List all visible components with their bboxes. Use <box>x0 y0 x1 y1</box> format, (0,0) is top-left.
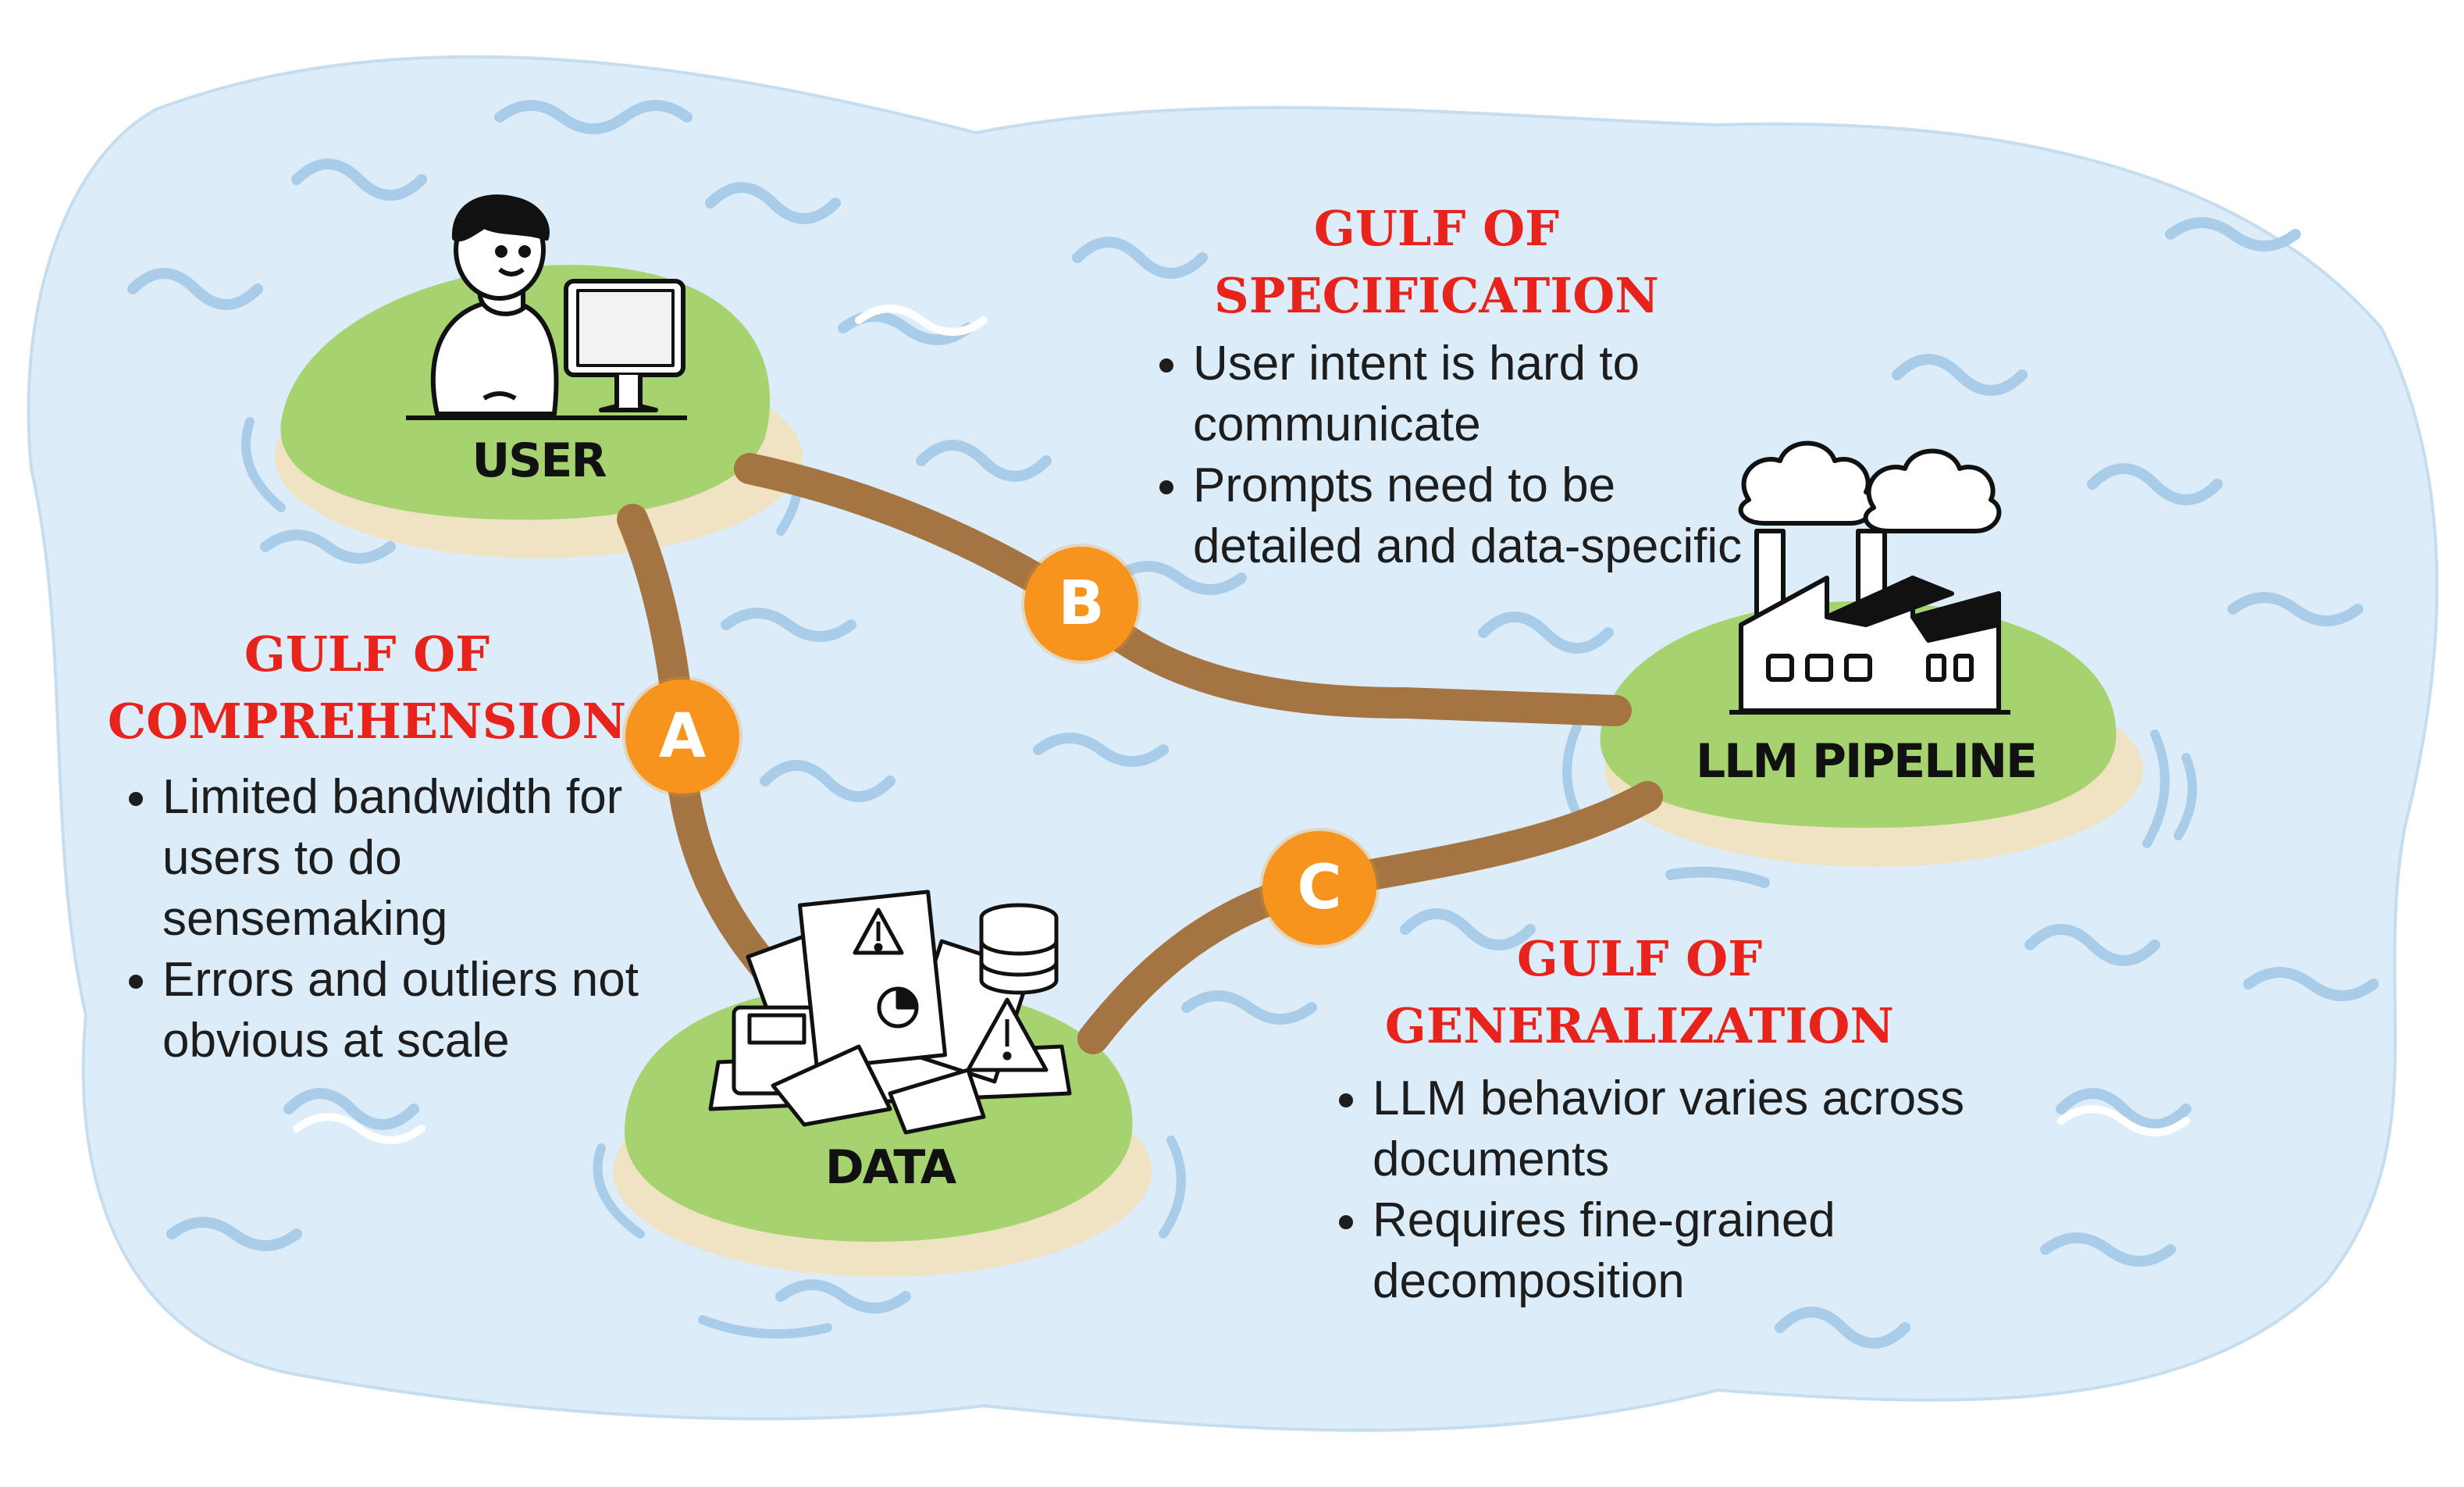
user-label: USER <box>472 433 607 488</box>
gulf-specification-bullet: User intent is hard to communicate <box>1193 333 1755 455</box>
gulf-comprehension-title: GULF OF COMPREHENSION <box>101 621 632 755</box>
gulf-comprehension-title-line1: GULF OF <box>244 626 490 683</box>
gulf-generalization-title-line1: GULF OF <box>1516 930 1763 987</box>
white-wave-group <box>293 305 2190 1144</box>
badge-c: C <box>1262 831 1376 945</box>
gulf-generalization-title: GULF OF GENERALIZATION <box>1327 925 1952 1060</box>
gulf-generalization-bullets: LLM behavior varies across documents Req… <box>1327 1068 1966 1312</box>
gulf-comprehension-bullet: Limited bandwidth for users to do sensem… <box>162 767 693 950</box>
gulf-generalization-title-line2: GENERALIZATION <box>1384 997 1895 1054</box>
data-label: DATA <box>824 1140 956 1195</box>
badge-b: B <box>1024 547 1138 661</box>
gulf-specification-title-line2: SPECIFICATION <box>1214 267 1659 324</box>
pipeline-label: LLM PIPELINE <box>1695 734 2038 789</box>
gulf-generalization-bullet: Requires fine-grained decomposition <box>1373 1190 1966 1312</box>
gulf-specification-bullet: Prompts need to be detailed and data-spe… <box>1193 455 1755 577</box>
gulf-specification-bullets: User intent is hard to communicate Promp… <box>1148 333 1755 577</box>
user-at-computer-icon <box>406 194 687 420</box>
gulf-generalization-bullet: LLM behavior varies across documents <box>1373 1068 1966 1190</box>
factory-icon <box>1729 440 2010 715</box>
document-pile-icon <box>708 890 1072 1135</box>
gulf-specification-title: GULF OF SPECIFICATION <box>1132 195 1741 330</box>
gulf-comprehension-title-line2: COMPREHENSION <box>107 693 627 750</box>
gulf-comprehension-bullet: Errors and outliers not obvious at scale <box>162 950 693 1072</box>
gulf-comprehension-bullets: Limited bandwidth for users to do sensem… <box>117 767 693 1072</box>
badge-a: A <box>625 679 739 793</box>
gulf-specification-title-line1: GULF OF <box>1313 200 1560 257</box>
wave-group <box>127 100 2379 1349</box>
